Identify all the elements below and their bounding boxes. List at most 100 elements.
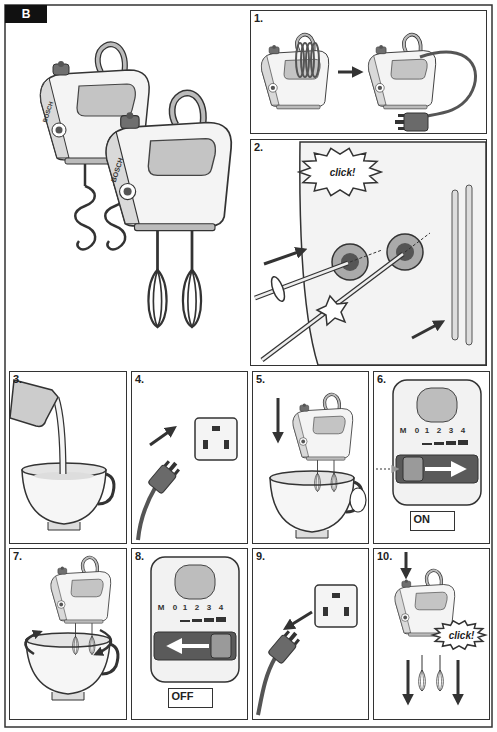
- step-panel: 3.: [9, 371, 127, 544]
- switch-off: [211, 634, 231, 658]
- plug-in: [150, 428, 174, 445]
- section-letter: B: [22, 7, 31, 21]
- switch-off: [171, 644, 209, 648]
- speed-mark: 1: [425, 427, 429, 435]
- section-tab: B: [5, 5, 47, 23]
- switch-on: [393, 380, 481, 505]
- beater-insert: [269, 275, 287, 303]
- place-in-bowl: [277, 398, 280, 440]
- beater-insert: [255, 263, 348, 298]
- plug-in: [148, 457, 183, 494]
- beater-insert: [466, 185, 472, 345]
- pour-ingredients: [10, 380, 58, 426]
- switch-state: ON: [414, 513, 431, 525]
- unplug: [258, 585, 357, 715]
- step-number: 6.: [377, 373, 386, 385]
- cord-unwind: [395, 113, 428, 131]
- eject-beaters: [395, 570, 455, 636]
- speed-mark: 4: [461, 427, 465, 435]
- step-number: 8.: [135, 550, 144, 562]
- mixing: [26, 633, 118, 700]
- mixing: [25, 557, 118, 700]
- pour-ingredients: [22, 463, 114, 530]
- main-mixers: [183, 228, 201, 327]
- cord-unwind: [338, 71, 360, 74]
- brand-name: BOSCH: [42, 101, 54, 123]
- step-number: 3.: [13, 373, 22, 385]
- main-mixers: [40, 44, 231, 327]
- switch-on: [376, 468, 397, 470]
- eject-beaters: [437, 655, 444, 691]
- switch-on: [425, 467, 462, 471]
- main-mixers: [148, 228, 166, 327]
- beater-insert: [262, 254, 403, 360]
- plug-in: [138, 418, 237, 540]
- speed-mark: 3: [449, 427, 453, 435]
- step-panel: 2.click!: [250, 139, 487, 366]
- plug-in: [195, 418, 237, 460]
- starburst-outline: [298, 147, 382, 197]
- speed-mark: 2: [437, 427, 441, 435]
- step-number: 9.: [256, 550, 265, 562]
- step-panel: 9.: [252, 548, 369, 720]
- main-mixers: [75, 164, 95, 249]
- mixing: [51, 557, 111, 623]
- mixing: [25, 632, 40, 654]
- cord-unwind: [404, 52, 476, 122]
- cord-unwind: [311, 43, 319, 77]
- mixing: [96, 630, 111, 654]
- step-number: 2.: [254, 141, 263, 153]
- eject-beaters: [407, 660, 410, 702]
- step-panel: 4.: [131, 371, 248, 544]
- step-panel: 10.click!: [373, 548, 490, 720]
- beater-insert: [262, 254, 403, 360]
- place-in-bowl: [293, 394, 353, 460]
- pour-ingredients: [10, 380, 114, 530]
- mixing: [73, 623, 79, 655]
- speed-mark: 4: [219, 604, 223, 612]
- eject-beaters: [395, 552, 458, 702]
- step-panel: 5.: [252, 371, 369, 544]
- switch-off: [151, 557, 239, 682]
- beater-insert: [300, 142, 486, 365]
- beater-insert: [405, 233, 430, 252]
- unplug: [286, 612, 312, 628]
- beater-insert: [264, 250, 304, 264]
- starburst-outline: [298, 148, 380, 195]
- speed-mark: 1: [183, 604, 187, 612]
- step-number: 7.: [13, 550, 22, 562]
- switch-on: [376, 380, 481, 505]
- speed-mark: 0: [415, 427, 419, 435]
- step-panel: 7.: [9, 548, 127, 720]
- beater-insert: [452, 190, 458, 340]
- eject-beaters: [419, 655, 426, 691]
- cord-unwind: [261, 35, 475, 131]
- speed-mark: 3: [207, 604, 211, 612]
- place-in-bowl: [350, 488, 366, 512]
- place-in-bowl: [315, 460, 321, 492]
- speed-mark: M: [400, 427, 407, 435]
- place-in-bowl: [331, 460, 337, 492]
- starburst-outline: [432, 620, 486, 650]
- step-panel: 1.: [250, 10, 487, 134]
- click-burst: click!: [432, 620, 486, 650]
- beater-insert: [317, 296, 347, 325]
- beater-insert: [255, 263, 348, 298]
- plug-in: [138, 488, 155, 540]
- starburst-outline: [432, 620, 485, 648]
- step-panel: 8.OFF: [131, 548, 248, 720]
- main-mixers: [106, 93, 231, 231]
- unplug: [258, 658, 275, 715]
- unplug: [315, 585, 357, 627]
- place-in-bowl: [270, 394, 366, 538]
- beater-insert: [255, 142, 486, 365]
- beater-insert: [412, 322, 442, 338]
- outer-frame: [5, 5, 492, 727]
- cord-unwind: [261, 35, 328, 109]
- pour-ingredients: [56, 398, 63, 474]
- cord-unwind: [368, 35, 435, 109]
